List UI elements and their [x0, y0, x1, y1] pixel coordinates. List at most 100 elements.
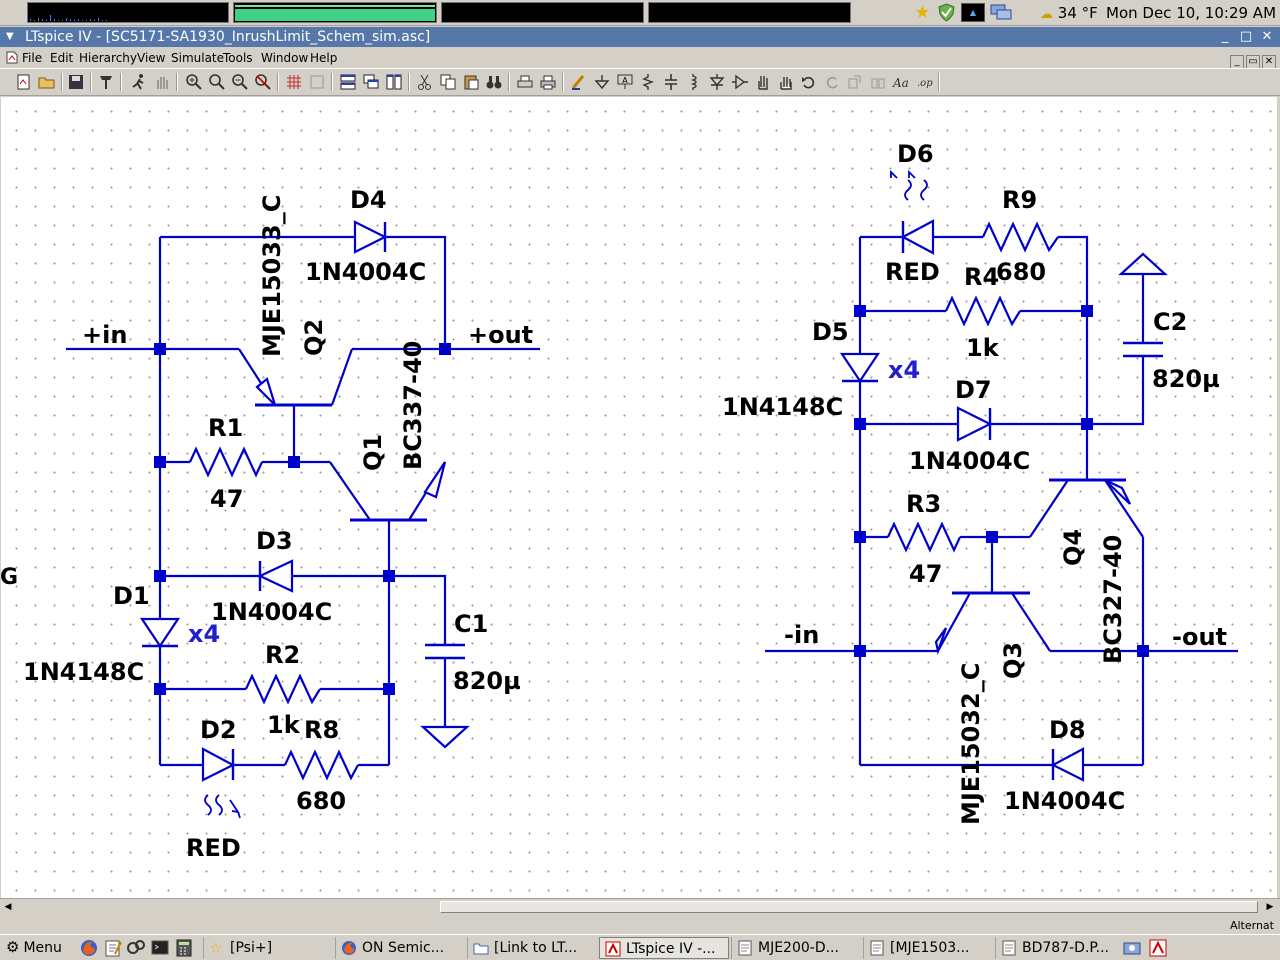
- d1-diode-symbol[interactable]: [139, 617, 181, 648]
- d3-name-label[interactable]: D3: [256, 527, 293, 555]
- r1-name-label[interactable]: R1: [208, 414, 243, 442]
- r2-name-label[interactable]: R2: [265, 641, 300, 669]
- run-icon[interactable]: [130, 73, 148, 91]
- q3-transistor-symbol[interactable]: [934, 591, 1051, 656]
- app-tray-icon[interactable]: ▲: [961, 3, 985, 22]
- menu-tools[interactable]: Tools: [223, 51, 253, 65]
- text-editor-launcher-icon[interactable]: [103, 938, 123, 958]
- task-on-semiconductor[interactable]: ON Semic...: [335, 937, 465, 959]
- d5-value-label[interactable]: 1N4148C: [722, 393, 843, 421]
- r1-resistor-symbol[interactable]: [189, 446, 263, 478]
- weather-readout[interactable]: ☁ 34 °F: [1040, 4, 1098, 22]
- start-menu-button[interactable]: ⚙Menu: [6, 938, 62, 956]
- ground-symbol-right[interactable]: [1118, 252, 1168, 276]
- settings-launcher-icon[interactable]: [126, 938, 146, 958]
- zoom-out-icon[interactable]: [231, 73, 249, 91]
- d5-diode-symbol[interactable]: [839, 352, 881, 383]
- halt-hand-icon[interactable]: [153, 73, 171, 91]
- control-panel-icon[interactable]: [97, 73, 115, 91]
- d6-value-label[interactable]: RED: [885, 258, 940, 286]
- menu-help[interactable]: Help: [310, 51, 338, 65]
- d8-diode-symbol[interactable]: [1050, 747, 1085, 782]
- schematic-canvas[interactable]: G +in +out MJE15033_C Q2 Q1 BC337-40 D4 …: [1, 97, 1277, 898]
- q3-value-label[interactable]: MJE15032_C: [957, 663, 985, 825]
- redo-icon[interactable]: [823, 73, 841, 91]
- mdi-close-button[interactable]: ✕: [1262, 55, 1276, 69]
- diode-tool-icon[interactable]: [708, 73, 726, 91]
- d8-value-label[interactable]: 1N4004C: [1004, 787, 1125, 815]
- r4-resistor-symbol[interactable]: [945, 295, 1021, 327]
- capacitor-tool-icon[interactable]: [662, 73, 680, 91]
- d4-diode-symbol[interactable]: [353, 220, 388, 254]
- plus-out-label[interactable]: +out: [468, 321, 533, 349]
- mark-unconnected-icon[interactable]: [308, 73, 326, 91]
- q2-value-label[interactable]: MJE15033_C: [258, 195, 286, 357]
- menu-window[interactable]: Window: [261, 51, 309, 65]
- r3-resistor-symbol[interactable]: [887, 521, 961, 553]
- spice-directive-icon[interactable]: .op: [915, 73, 933, 91]
- toggle-grid-icon[interactable]: [285, 73, 303, 91]
- close-button[interactable]: ✕: [1261, 29, 1273, 44]
- d7-name-label[interactable]: D7: [955, 376, 992, 404]
- r3-name-label[interactable]: R3: [906, 490, 941, 518]
- horizontal-scrollbar[interactable]: ◀ ▶: [0, 898, 1280, 916]
- q1-value-label[interactable]: BC337-40: [399, 341, 427, 470]
- q2-transistor-symbol[interactable]: [238, 348, 354, 407]
- d1-value-label[interactable]: 1N4148C: [23, 658, 144, 686]
- task-mje200-pdf[interactable]: MJE200-D...: [731, 937, 861, 959]
- scrollbar-thumb[interactable]: [440, 901, 1258, 913]
- d6-led-symbol[interactable]: [890, 169, 935, 255]
- network-tray-icon[interactable]: [989, 3, 1013, 22]
- task-psi[interactable]: ☆[Psi+]: [203, 937, 333, 959]
- task-link-to-lt[interactable]: [Link to LT...: [467, 937, 597, 959]
- text-tool-icon[interactable]: Aa: [892, 73, 910, 91]
- r3-value-label[interactable]: 47: [909, 560, 942, 588]
- task-mje1503-pdf[interactable]: [MJE1503...: [863, 937, 993, 959]
- d5-multiplier-label[interactable]: x4: [888, 356, 920, 384]
- menu-file[interactable]: File: [22, 51, 43, 65]
- copy-icon[interactable]: [439, 73, 457, 91]
- d2-led-symbol[interactable]: [201, 747, 241, 819]
- d1-multiplier-label[interactable]: x4: [188, 620, 220, 648]
- new-schematic-icon[interactable]: [15, 73, 33, 91]
- tile-horizontal-icon[interactable]: [339, 73, 357, 91]
- c1-value-label[interactable]: 820µ: [453, 667, 521, 695]
- d4-value-label[interactable]: 1N4004C: [305, 258, 426, 286]
- r9-resistor-symbol[interactable]: [982, 221, 1059, 253]
- d4-name-label[interactable]: D4: [350, 186, 387, 214]
- c2-name-label[interactable]: C2: [1153, 308, 1187, 336]
- q1-transistor-symbol[interactable]: [329, 461, 447, 522]
- open-folder-icon[interactable]: [38, 73, 56, 91]
- screenshot-icon[interactable]: [1122, 938, 1142, 958]
- zoom-in-icon[interactable]: [185, 73, 203, 91]
- shield-check-tray-icon[interactable]: [937, 3, 956, 22]
- zoom-fit-icon[interactable]: [254, 73, 272, 91]
- q4-value-label[interactable]: BC327-40: [1099, 535, 1127, 664]
- move-hand-icon[interactable]: [754, 73, 772, 91]
- menu-hierarchy[interactable]: Hierarchy: [79, 51, 138, 65]
- d6-name-label[interactable]: D6: [897, 140, 934, 168]
- rotate-icon[interactable]: [846, 73, 864, 91]
- c1-name-label[interactable]: C1: [454, 610, 488, 638]
- clock[interactable]: Mon Dec 10, 10:29 AM: [1106, 4, 1277, 22]
- inductor-tool-icon[interactable]: [685, 73, 703, 91]
- save-icon[interactable]: [67, 73, 85, 91]
- find-binoculars-icon[interactable]: [485, 73, 503, 91]
- mirror-icon[interactable]: [869, 73, 887, 91]
- menu-simulate[interactable]: Simulate: [171, 51, 225, 65]
- q4-transistor-symbol[interactable]: [1029, 478, 1144, 538]
- cut-icon[interactable]: [416, 73, 434, 91]
- r2-value-label[interactable]: 1k: [267, 711, 301, 739]
- d7-value-label[interactable]: 1N4004C: [909, 447, 1030, 475]
- menu-view[interactable]: View: [137, 51, 166, 65]
- ground-symbol-left[interactable]: [420, 725, 470, 749]
- d3-value-label[interactable]: 1N4004C: [211, 598, 332, 626]
- minus-out-label[interactable]: -out: [1172, 623, 1227, 651]
- document-icon[interactable]: [6, 51, 18, 64]
- scroll-left-arrow-icon[interactable]: ◀: [4, 902, 12, 912]
- pan-zoom-icon[interactable]: [208, 73, 226, 91]
- q4-name-label[interactable]: Q4: [1059, 529, 1087, 566]
- r2-resistor-symbol[interactable]: [245, 673, 321, 705]
- r1-value-label[interactable]: 47: [210, 485, 243, 513]
- firefox-launcher-icon[interactable]: [79, 938, 99, 958]
